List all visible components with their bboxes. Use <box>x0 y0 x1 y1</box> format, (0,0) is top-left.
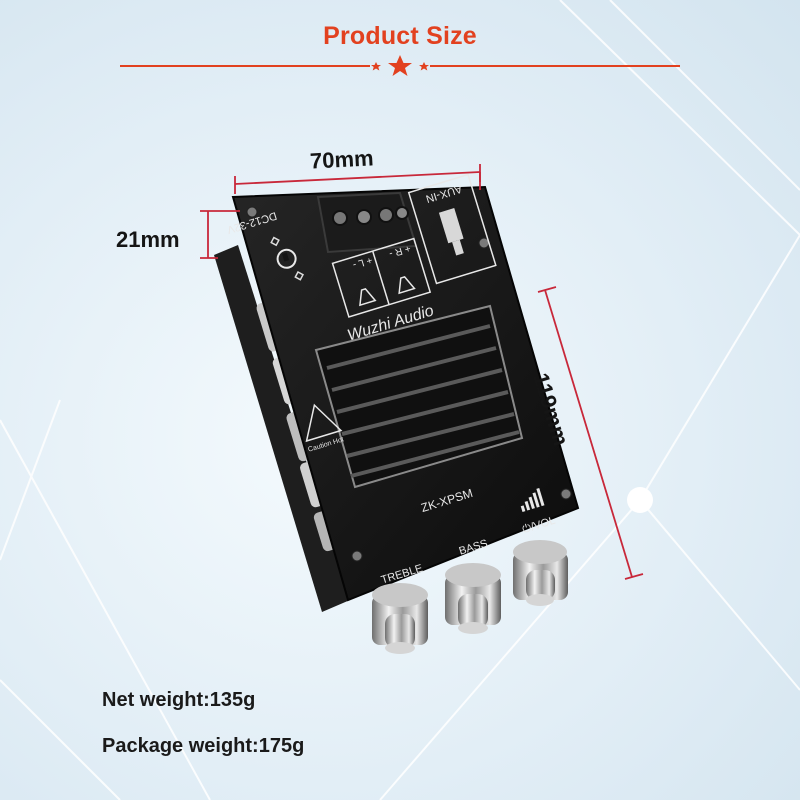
package-weight-text: Package weight:175g <box>102 735 305 757</box>
speaker-right-icon <box>398 276 416 295</box>
page-title: Product Size <box>323 22 477 50</box>
star-icon <box>388 55 412 76</box>
highlight-dot <box>627 487 653 513</box>
treble-knob <box>372 583 428 654</box>
volume-bars-icon <box>520 488 545 512</box>
width-dimension-label: 70mm <box>309 145 375 174</box>
heatsink <box>314 304 524 489</box>
bass-knob <box>445 563 501 634</box>
audio-jack-icon <box>438 208 464 244</box>
caution-hot-icon <box>305 403 343 443</box>
speaker-left-icon <box>359 288 377 307</box>
title-divider <box>120 55 680 76</box>
dimension-lines <box>200 164 644 580</box>
star-icon-small-left <box>371 62 381 71</box>
height-dimension-label: 21mm <box>116 227 180 252</box>
volume-knob <box>513 540 568 606</box>
mounting-holes <box>246 206 572 562</box>
star-icon-small-right <box>419 62 429 71</box>
speaker-terminal-block <box>316 191 418 254</box>
net-weight-text: Net weight:135g <box>102 689 256 711</box>
